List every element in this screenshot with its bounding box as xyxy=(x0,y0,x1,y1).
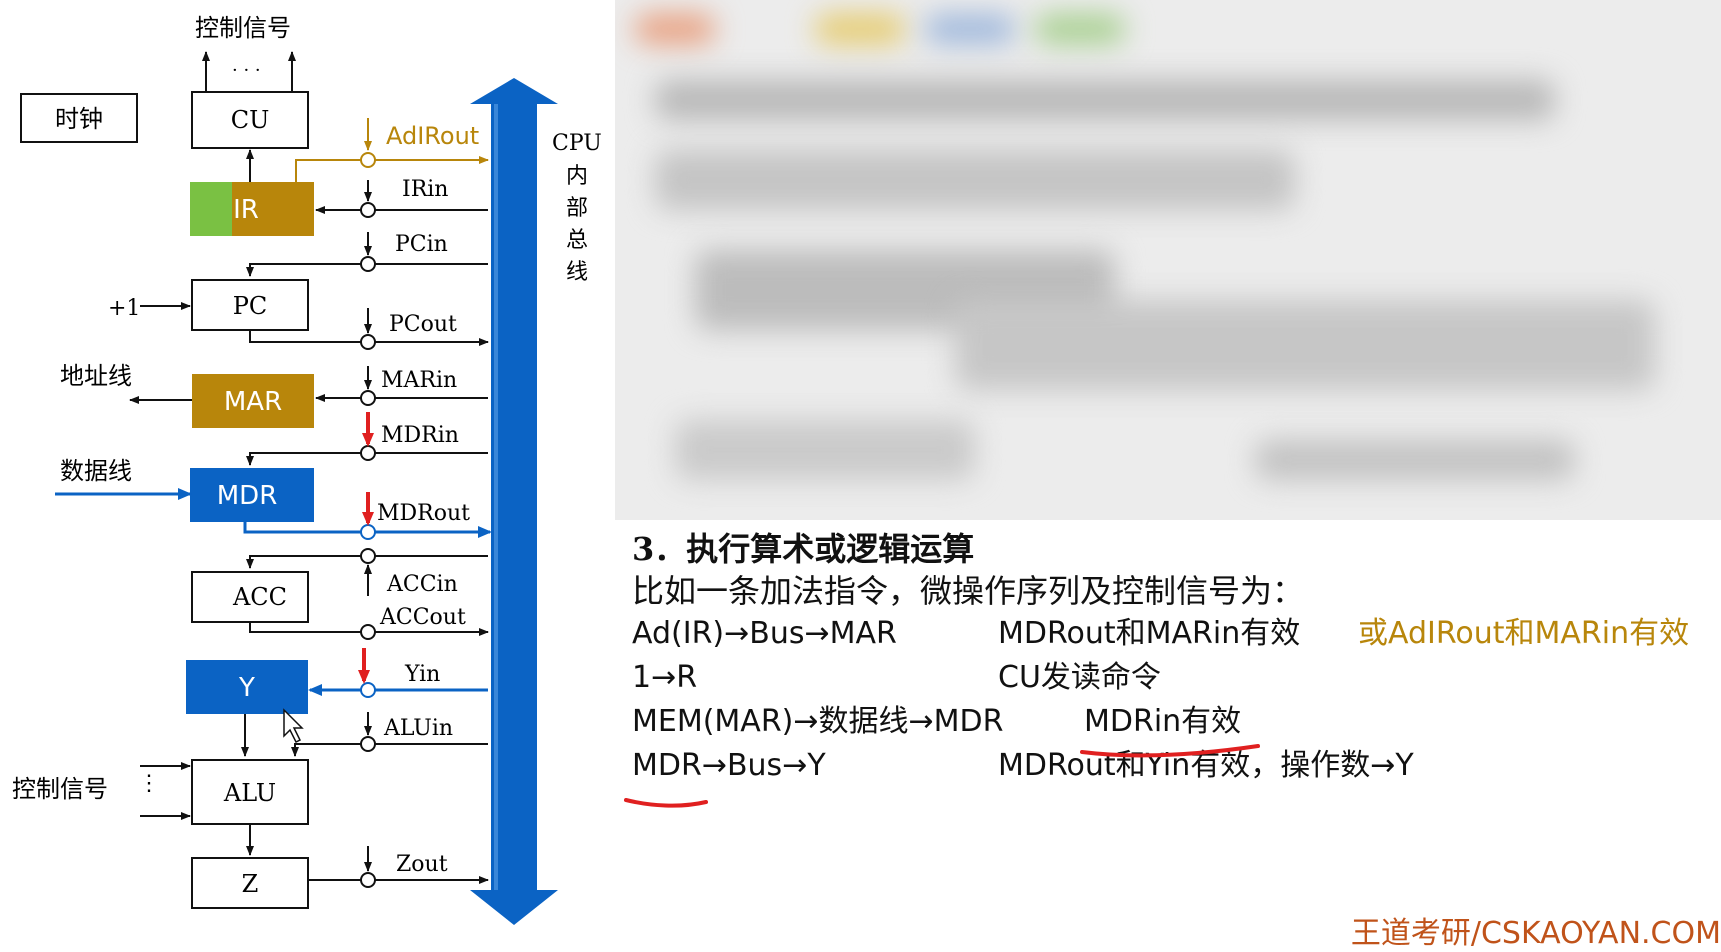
cu-box xyxy=(191,91,309,149)
adirout-label: AdIRout xyxy=(386,122,479,150)
alu-control-label: 控制信号 xyxy=(12,775,108,803)
mdr-label: MDR xyxy=(217,481,278,511)
mdr-box xyxy=(190,468,314,522)
underline-mdr xyxy=(624,798,708,808)
accin-gate xyxy=(360,548,376,564)
blur-band xyxy=(955,300,1655,390)
ir-label: IR xyxy=(233,195,259,225)
bus-label-3: 总 xyxy=(566,228,588,253)
cpu-datapath-diagram: CPU 内 部 总 线 控制信号 · · · 时钟 CU IR AdIRout … xyxy=(12,14,602,925)
micro-op-signal: CU发读命令 xyxy=(998,660,1161,695)
zout-gate xyxy=(360,872,376,888)
top-control-dots: · · · xyxy=(232,60,261,81)
alu-label: ALU xyxy=(223,779,276,807)
section-intro: 比如一条加法指令，微操作序列及控制信号为： xyxy=(632,572,1305,610)
pcin-gate xyxy=(360,256,376,272)
mouse-cursor-icon xyxy=(283,708,304,744)
z-box xyxy=(191,857,309,909)
z-label: Z xyxy=(242,870,259,898)
acc-label: ACC xyxy=(232,583,287,611)
y-box xyxy=(186,660,308,714)
watermark: 王道考研/CSKAOYAN.COM xyxy=(1350,916,1721,951)
y-label: Y xyxy=(238,673,255,703)
mdrin-label: MDRin xyxy=(381,423,459,448)
mdrout-label: MDRout xyxy=(377,501,470,526)
micro-op-row: 1→R CU发读命令 xyxy=(632,656,1721,700)
pcout-gate xyxy=(360,334,376,350)
bus-label-cpu: CPU xyxy=(552,131,602,156)
acc-box xyxy=(191,571,309,623)
internal-bus xyxy=(470,78,558,925)
micro-op-row: MEM(MAR)→数据线→MDR MDRin有效 xyxy=(632,700,1721,744)
address-line-label: 地址线 xyxy=(60,362,132,390)
top-control-label: 控制信号 xyxy=(195,14,291,42)
adirout-gate xyxy=(360,152,376,168)
pcin-label: PCin xyxy=(395,232,448,257)
mar-label: MAR xyxy=(224,387,282,417)
blur-band xyxy=(675,420,975,480)
aluin-path xyxy=(291,743,488,757)
alu-control-dots: ⋮ xyxy=(138,771,160,796)
clock-label: 时钟 xyxy=(55,105,103,133)
bus-label-4: 线 xyxy=(566,260,588,285)
blur-band xyxy=(925,14,1015,44)
pc-label: PC xyxy=(233,292,268,320)
irin-label: IRin xyxy=(402,177,448,202)
mdrin-path xyxy=(246,452,488,466)
micro-op-step: 1→R xyxy=(632,660,698,695)
blur-band xyxy=(815,14,905,44)
accin-path xyxy=(246,555,488,569)
pc-box xyxy=(191,279,309,331)
aluin-label: ALUin xyxy=(383,716,453,741)
section-heading: 3．执行算术或逻辑运算 xyxy=(632,530,975,568)
cu-label: CU xyxy=(231,106,270,134)
blurred-content-panel xyxy=(615,0,1721,520)
pcout-path xyxy=(249,330,489,346)
plus-one-label: +1 xyxy=(108,296,140,321)
pcout-label: PCout xyxy=(389,312,457,337)
micro-op-step: MDR→Bus→Y xyxy=(632,748,826,783)
ir-box-green xyxy=(190,182,232,236)
adirout-path xyxy=(295,156,489,182)
micro-op-signal: MDRout和MARin有效 xyxy=(998,616,1301,651)
accout-gate xyxy=(360,624,376,640)
blur-band xyxy=(635,14,715,44)
marin-gate xyxy=(360,390,376,406)
mdrout-path xyxy=(243,522,492,538)
blur-band xyxy=(1035,14,1125,44)
micro-op-step: MEM(MAR)→数据线→MDR xyxy=(632,704,1004,739)
underline-mdrin xyxy=(1080,744,1260,758)
pcin-path xyxy=(246,263,488,277)
zout-label: Zout xyxy=(396,852,448,877)
micro-op-notes: 3．执行算术或逻辑运算 比如一条加法指令，微操作序列及控制信号为： Ad(IR)… xyxy=(632,528,1721,788)
bus-label-1: 内 xyxy=(566,164,588,189)
data-line-label: 数据线 xyxy=(60,457,132,485)
marin-label: MARin xyxy=(381,368,457,393)
accin-label: ACCin xyxy=(386,572,458,597)
clock-box xyxy=(20,93,138,143)
mar-box xyxy=(192,374,314,428)
micro-op-row: Ad(IR)→Bus→MAR MDRout和MARin有效 或AdIRout和M… xyxy=(632,612,1721,656)
accout-label: ACCout xyxy=(379,605,466,630)
ir-box xyxy=(232,182,314,236)
blur-band xyxy=(1255,440,1575,480)
micro-op-signal: MDRin有效 xyxy=(1084,704,1242,739)
accout-path xyxy=(249,622,489,636)
irin-gate xyxy=(360,202,376,218)
blur-band xyxy=(655,80,1555,120)
blur-band xyxy=(655,150,1295,210)
aluin-gate xyxy=(360,736,376,752)
alu-box xyxy=(191,759,309,825)
micro-op-alternative: 或AdIRout和MARin有效 xyxy=(1358,616,1690,651)
bus-label-2: 部 xyxy=(566,196,588,221)
micro-op-step: Ad(IR)→Bus→MAR xyxy=(632,616,897,651)
yin-label: Yin xyxy=(404,662,440,687)
